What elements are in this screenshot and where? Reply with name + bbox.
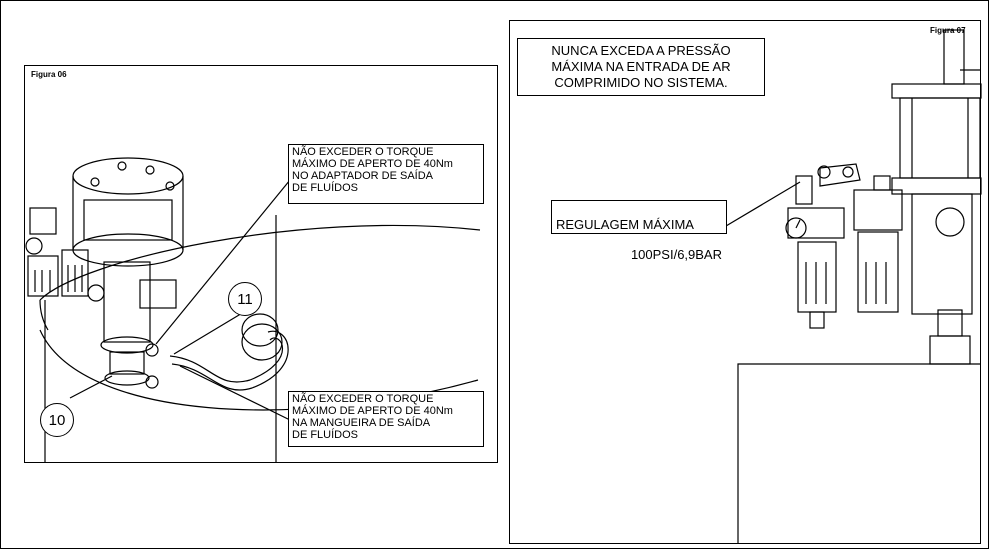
regulation-line-2: 100PSI/6,9BAR [630,247,722,262]
hose-icon [169,337,283,383]
pressure-warning: NUNCA EXCEDA A PRESSÃO MÁXIMA NA ENTRADA… [517,38,765,96]
torque-note-hose: NÃO EXCEDER O TORQUE MÁXIMO DE APERTO DE… [288,391,484,447]
regulation-note: REGULAGEM MÁXIMA 100PSI/6,9BAR [551,200,727,262]
leader-line-hose [179,365,291,421]
figure-07-panel [509,20,981,544]
figure-06-panel [24,65,498,463]
base-box-icon [737,363,981,544]
pressure-gauge-icon [785,217,807,239]
gauge-icon [25,237,43,255]
callout-11: 11 [228,282,262,316]
torque-note-adapter: NÃO EXCEDER O TORQUE MÁXIMO DE APERTO DE… [288,144,484,204]
figure-06-label: Figura 06 [31,70,67,79]
leader-line-regulation [725,181,801,227]
leader-line-adapter [155,179,291,345]
callout-10: 10 [40,403,74,437]
regulation-line-1: REGULAGEM MÁXIMA [556,217,694,232]
drum-rim-icon [39,224,481,301]
